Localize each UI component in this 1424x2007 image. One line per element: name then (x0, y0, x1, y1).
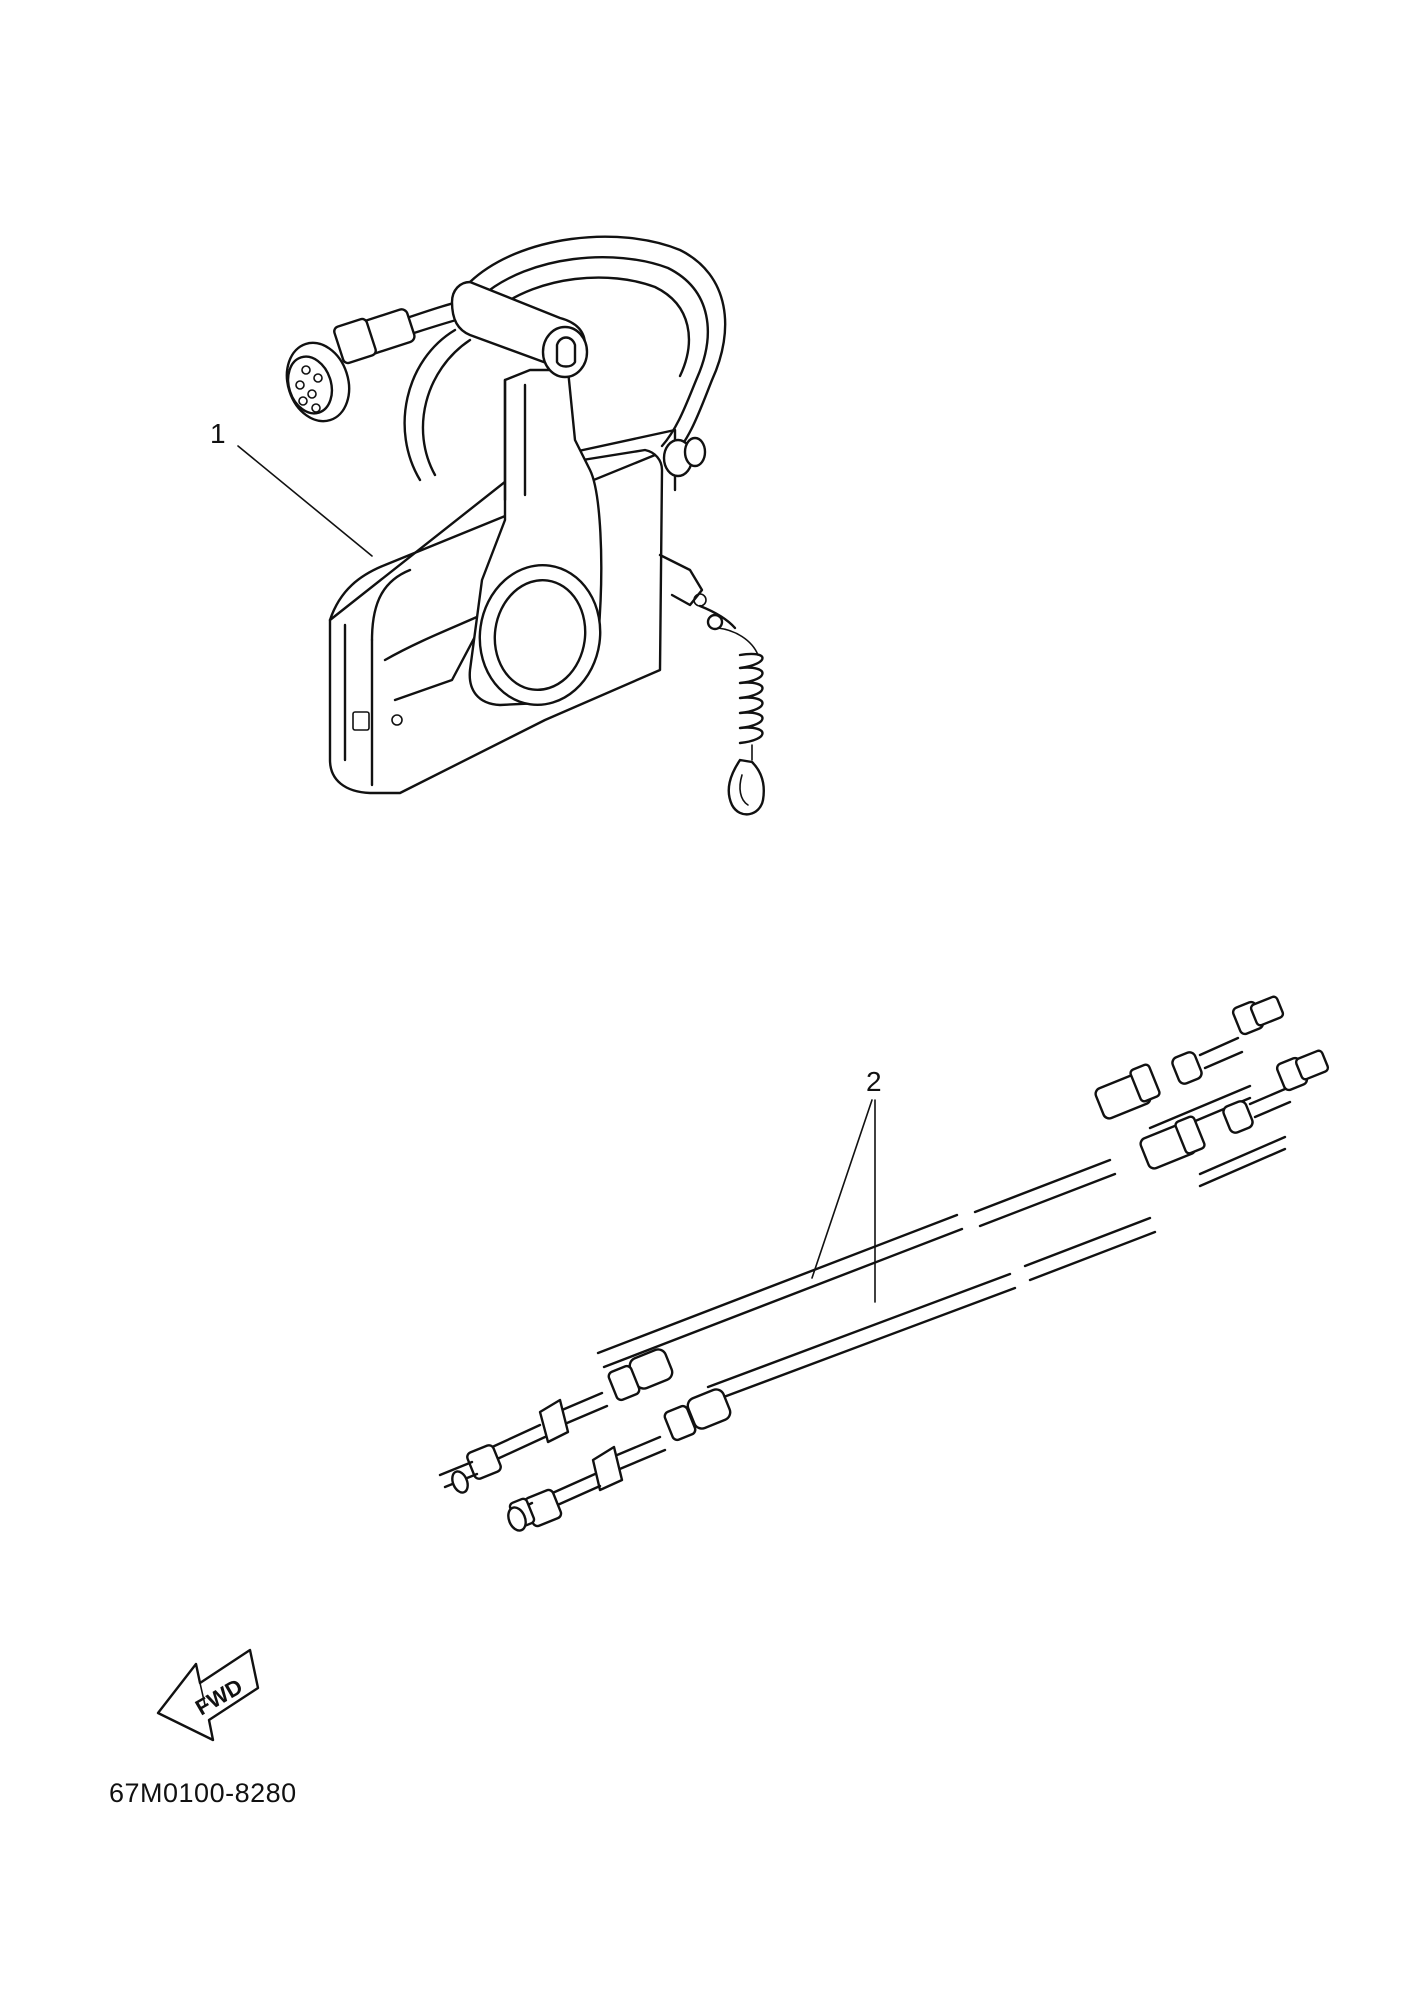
control-lever (468, 368, 603, 707)
leader-line-2a (811, 1099, 873, 1279)
lever-grip (450, 280, 589, 379)
part-code-label: 67M0100-8280 (109, 1778, 297, 1808)
control-cables (438, 995, 1330, 1532)
forward-arrow-icon: FWD (156, 1648, 260, 1742)
callout-1: 1 (210, 418, 226, 449)
control-cable-b (507, 1049, 1330, 1532)
leader-line-1 (237, 445, 373, 557)
control-cable-a (438, 995, 1285, 1494)
remote-control-box (237, 235, 765, 816)
harness-connector-plug (285, 298, 474, 423)
emergency-stop-lanyard (698, 604, 765, 816)
side-fitting (658, 436, 707, 607)
harness-cable-loops (403, 235, 727, 482)
callout-2: 2 (866, 1066, 882, 1097)
